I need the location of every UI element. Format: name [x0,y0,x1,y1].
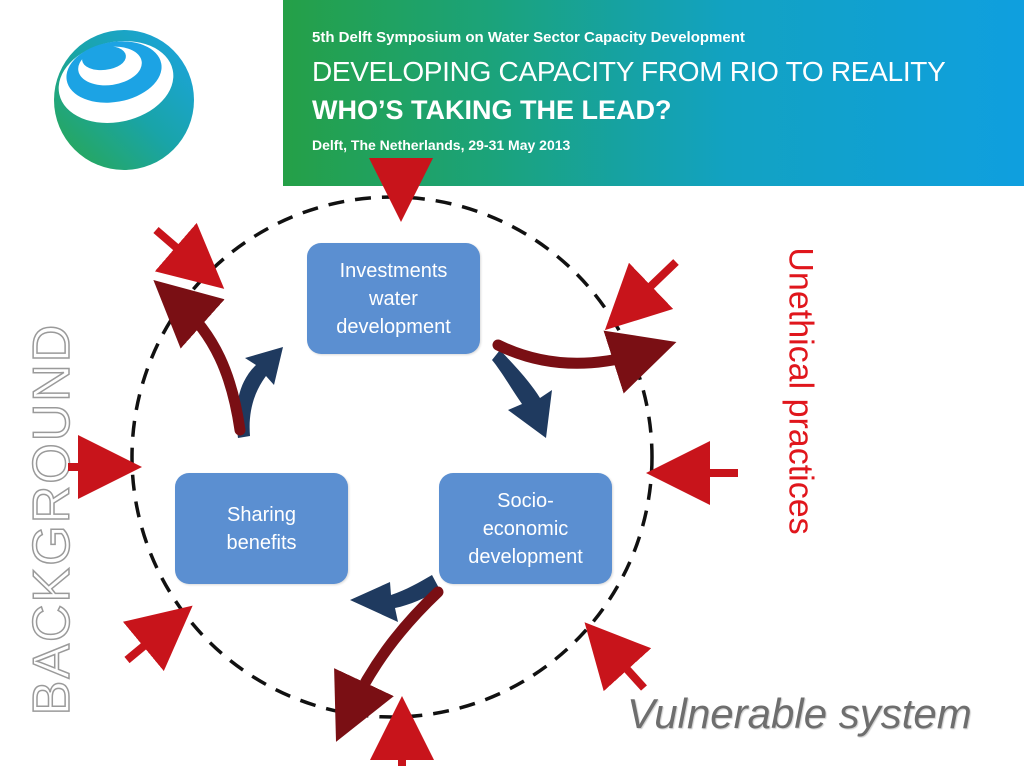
cycle-arrow-investments-to-socio [492,350,552,438]
banner-subtitle: WHO’S TAKING THE LEAD? [312,95,672,125]
banner-place-date: Delft, The Netherlands, 29-31 May 2013 [312,137,571,153]
cycle-arrow-socio-to-sharing [350,575,440,622]
node-socio-label: Socio- economic development [468,489,583,568]
banner-kicker: 5th Delft Symposium on Water Sector Capa… [312,29,745,46]
cycle-arrow-sharing-to-investments [236,347,283,438]
symposium-logo [54,30,194,170]
node-socio-economic-development: Socio- economic development [439,473,612,584]
disruption-arrow-bottom [334,586,444,742]
pressure-arrow-top-right [604,259,679,331]
pressure-arrow-bottom-left [122,605,193,672]
node-sharing-benefits: Sharing benefits [175,473,348,584]
unethical-practices-label: Unethical practices [781,247,820,535]
pressure-arrow-top-left [153,222,225,289]
pressure-arrow-bottom-right [584,622,652,692]
cycle-arrows [236,347,552,622]
pressure-arrows [68,158,738,766]
banner-title: DEVELOPING CAPACITY FROM RIO TO REALITY [312,56,946,87]
disruption-arrow-right [492,330,677,394]
node-sharing-label: Sharing benefits [226,503,297,554]
vulnerable-system-label: Vulnerable system [627,690,972,737]
node-investments-label: Investments water development [336,259,451,338]
node-investments-water-development: Investments water development [307,243,480,354]
disruption-arrows [153,280,677,742]
symposium-banner: 5th Delft Symposium on Water Sector Capa… [283,0,1024,186]
disruption-arrow-left [153,280,246,436]
